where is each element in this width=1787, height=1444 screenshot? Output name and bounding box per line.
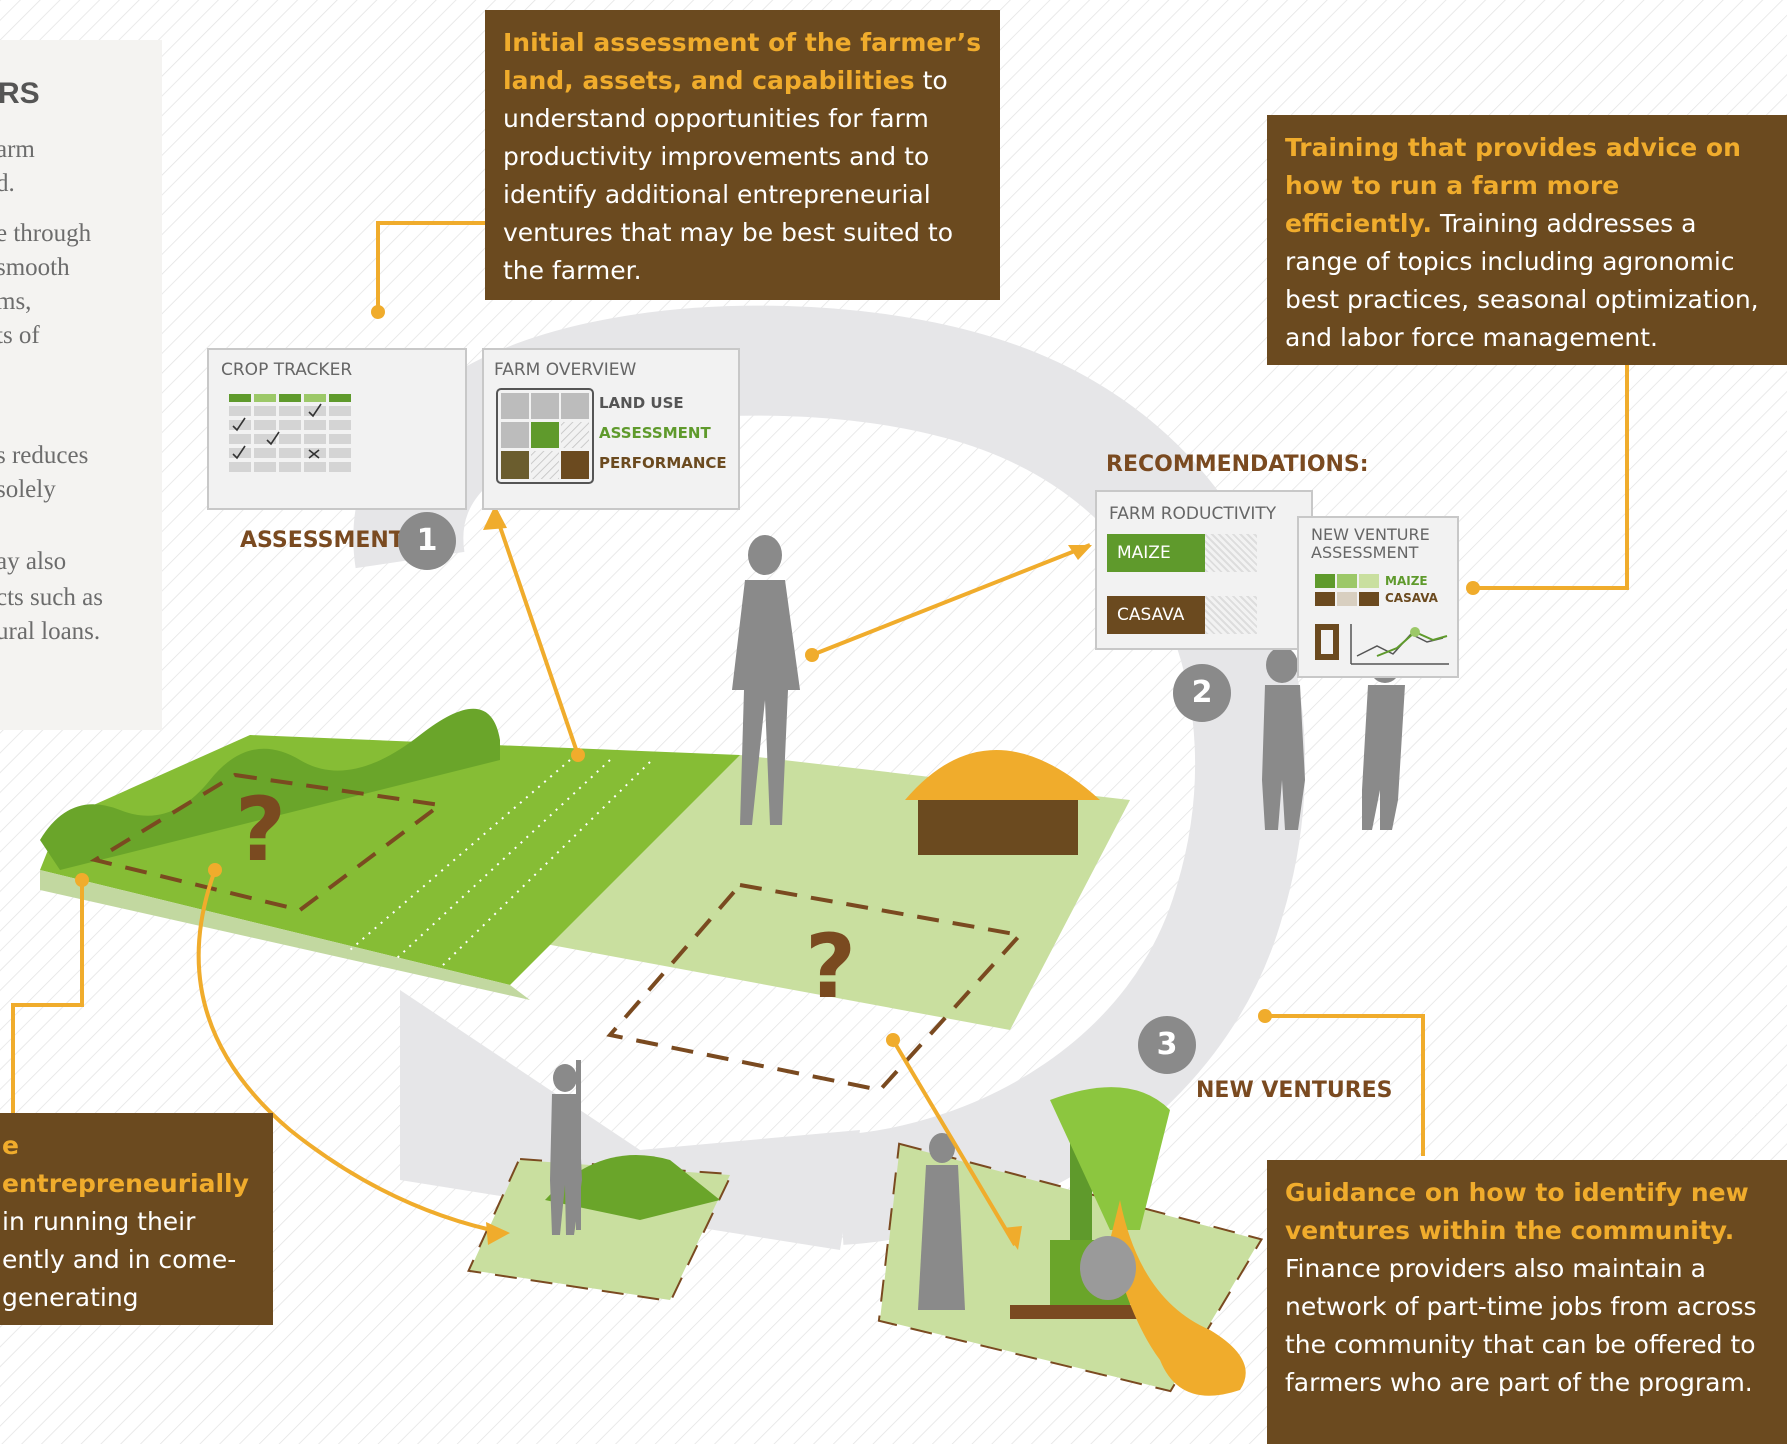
legend-casava: CASAVA: [1385, 591, 1438, 605]
sidebar-line: arm: [0, 136, 35, 163]
label-assessment: ASSESSMENT: [240, 528, 404, 553]
new-venture-grid: [1315, 574, 1379, 606]
field-grass-edge: [40, 708, 500, 870]
connector-dots: [75, 305, 1480, 1250]
callout-entrepreneurial: e entrepreneurially in running their ent…: [0, 1113, 273, 1325]
people-figures: [550, 535, 1405, 1310]
crop-tracker-card: CROP TRACKER: [207, 348, 467, 510]
sidebar-line: ms,: [0, 288, 32, 315]
callout-text: in running their ently and in come-gener…: [2, 1207, 237, 1312]
dirt-pile: [545, 1155, 720, 1220]
sidebar-line: d.: [0, 170, 15, 197]
sidebar-line: s reduces: [0, 442, 89, 469]
new-venture-title-1: NEW VENTURE: [1311, 525, 1430, 544]
maize-bar-track: MAIZE: [1107, 534, 1257, 572]
callout-highlight: Initial assessment of the farmer’s land,…: [503, 28, 982, 95]
hut-base: [918, 790, 1078, 855]
sidebar-line: ts of: [0, 322, 40, 349]
callout-text: to understand opportunities for farm pro…: [503, 66, 954, 285]
sidebar-line: ay also: [0, 548, 67, 575]
sidebar-line: e through: [0, 220, 92, 247]
callout-highlight: Training that provides advice on how to …: [1285, 133, 1741, 238]
legend-performance: PERFORMANCE: [599, 454, 727, 472]
connector-lines: [11, 221, 1629, 1247]
farm-productivity-title: FARM RODUCTIVITY: [1109, 504, 1277, 524]
new-venture-title-2: ASSESSMENT: [1311, 543, 1419, 562]
sidebar-line: smooth: [0, 254, 70, 281]
casava-bar-track: CASAVA: [1107, 596, 1257, 634]
new-venture-card: NEW VENTURE ASSESSMENT MAIZE CASAVA: [1297, 516, 1459, 678]
maize-bar: MAIZE: [1107, 534, 1205, 572]
growth-chart-icon: [1315, 624, 1449, 665]
callout-highlight: Guidance on how to identify new ventures…: [1285, 1178, 1749, 1245]
question-mark-center: ?: [805, 915, 857, 1018]
label-recommendations: RECOMMENDATIONS:: [1106, 452, 1369, 477]
callout-text: Training addresses a range of topics inc…: [1285, 209, 1759, 352]
farm-productivity-card: FARM RODUCTIVITY MAIZE CASAVA: [1095, 490, 1313, 650]
farm-overview-grid: [496, 388, 594, 484]
crop-tracker-grid: [229, 394, 351, 472]
question-mark-left: ?: [235, 778, 287, 881]
hut-roof: [905, 750, 1100, 800]
callout-text: Finance providers also maintain a networ…: [1285, 1254, 1757, 1397]
sidebar-panel: RS arm d. e through smooth ms, ts of s r…: [0, 40, 162, 730]
label-new-ventures: NEW VENTURES: [1196, 1078, 1393, 1103]
step-2-badge: 2: [1173, 664, 1231, 722]
farm-overview-title: FARM OVERVIEW: [494, 360, 637, 380]
callout-guidance: Guidance on how to identify new ventures…: [1267, 1160, 1787, 1444]
crop-tracker-title: CROP TRACKER: [221, 360, 353, 380]
callout-training: Training that provides advice on how to …: [1267, 115, 1787, 365]
callout-highlight: e entrepreneurially: [2, 1131, 249, 1198]
sidebar-line: cts such as: [0, 584, 103, 611]
sidebar-heading: RS: [0, 77, 40, 110]
legend-land-use: LAND USE: [599, 394, 684, 412]
sidebar-line: ural loans.: [0, 618, 101, 645]
mill-machine: [1010, 1087, 1246, 1396]
farm-overview-card: FARM OVERVIEW LAND USE ASSESSMENT PERFOR…: [482, 348, 740, 510]
legend-maize: MAIZE: [1385, 574, 1428, 588]
step-3-badge: 3: [1138, 1016, 1196, 1074]
step-1-badge: 1: [398, 512, 456, 570]
sidebar-line: solely: [0, 476, 56, 503]
callout-initial-assessment: Initial assessment of the farmer’s land,…: [485, 10, 1000, 300]
legend-assessment: ASSESSMENT: [599, 424, 711, 442]
casava-bar: CASAVA: [1107, 596, 1205, 634]
field-edge: [40, 870, 530, 1000]
furrow-lines: [349, 759, 651, 969]
